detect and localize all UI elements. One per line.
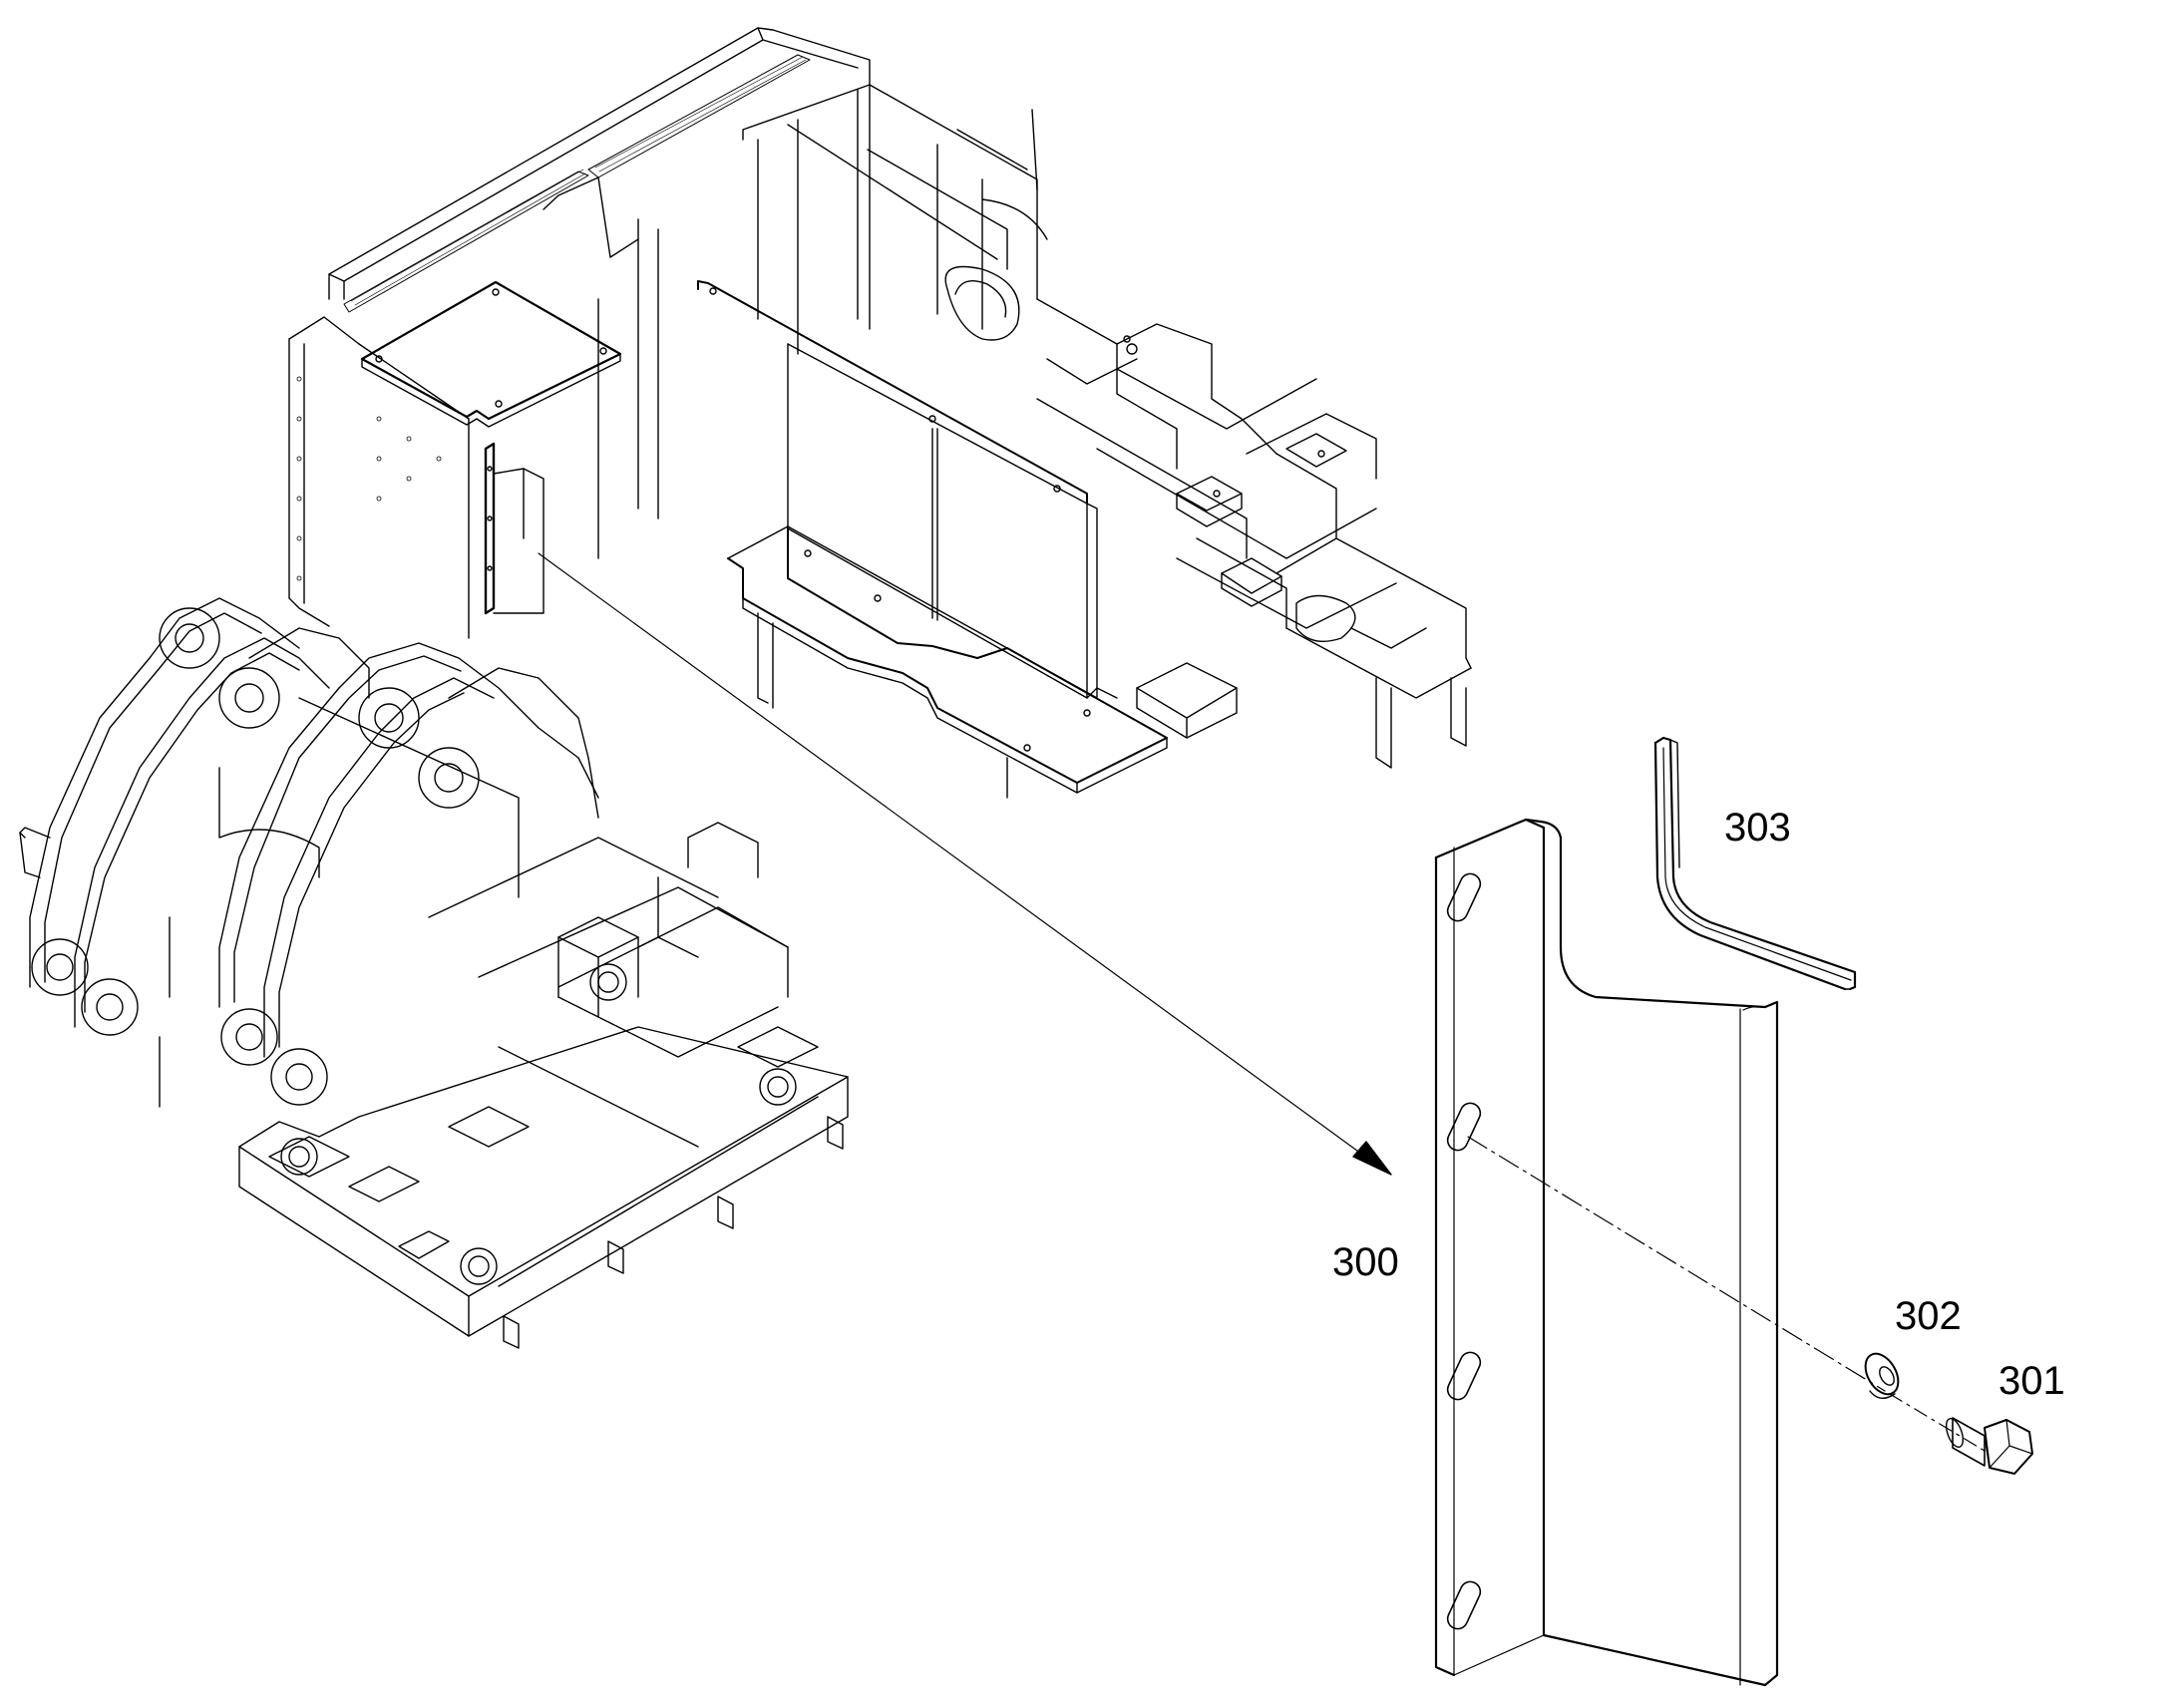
bottom-platform <box>238 822 849 1349</box>
part-301-bolt <box>1945 1417 2033 1475</box>
floor-plate <box>727 525 1168 799</box>
top-cover-plate <box>360 280 622 428</box>
callout-302: 302 <box>1895 1294 1962 1338</box>
main-frame-box <box>288 84 1048 639</box>
top-guard-rail <box>328 27 871 313</box>
right-rail-structure <box>1036 298 1472 769</box>
boom-mount-towers <box>19 597 599 1108</box>
part-302-washer <box>1864 1352 1900 1399</box>
callout-301: 301 <box>1998 1359 2065 1403</box>
fastener-axis <box>1467 1136 1986 1452</box>
machine-frame-assembly <box>19 27 1472 1349</box>
leader-arrow <box>538 552 1392 1176</box>
part-300-bracket <box>1434 818 1779 1687</box>
callout-303: 303 <box>1724 806 1791 850</box>
callout-300: 300 <box>1332 1240 1399 1284</box>
part-303-seal-strip <box>1653 736 1857 991</box>
rear-panel <box>697 280 1098 699</box>
side-bracket-installed <box>484 442 545 615</box>
